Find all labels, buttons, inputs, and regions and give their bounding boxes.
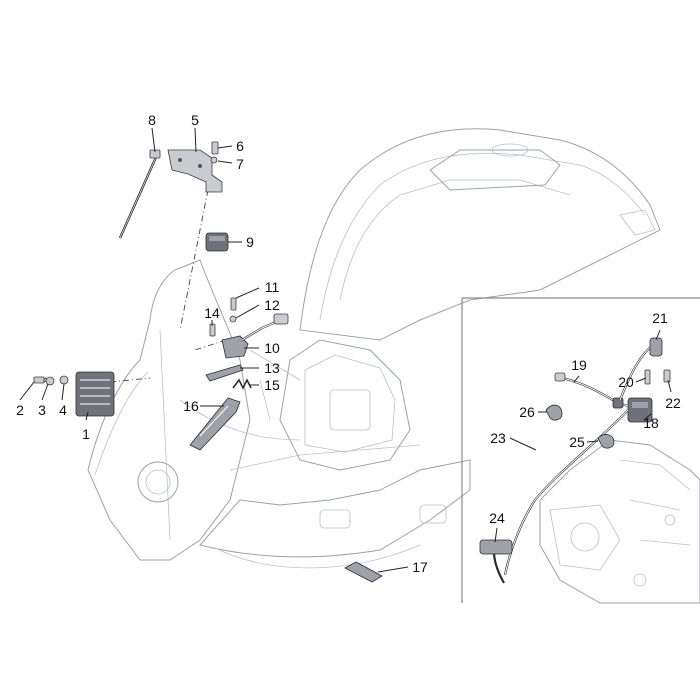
callout-12: 12 <box>264 297 280 313</box>
callout-labels: 1 2 3 4 5 6 7 8 9 10 11 12 13 14 15 16 1… <box>16 112 681 575</box>
cable-clamp-25 <box>597 434 615 449</box>
cable-tie <box>118 149 161 239</box>
wiring-harness <box>554 372 629 409</box>
callout-23: 23 <box>490 430 506 446</box>
washer-4 <box>59 375 69 385</box>
terminal-22 <box>663 369 671 383</box>
callout-7: 7 <box>236 156 244 172</box>
leader-lines <box>19 127 672 573</box>
assembly-guide-lines <box>109 189 227 383</box>
speed-sensor <box>479 539 513 584</box>
callout-4: 4 <box>59 402 67 418</box>
callout-26: 26 <box>519 404 535 420</box>
mounting-bracket <box>167 149 223 193</box>
screw-6 <box>211 141 219 155</box>
callout-13: 13 <box>264 360 280 376</box>
callout-8: 8 <box>148 112 156 128</box>
washer-7 <box>210 156 218 164</box>
spark-plug-cap <box>618 337 663 401</box>
sensor-with-connector <box>221 313 289 359</box>
scooter-frame-outline <box>87 128 661 569</box>
callout-24: 24 <box>489 510 505 526</box>
bottom-cover-plate <box>344 561 383 583</box>
control-unit <box>627 397 653 423</box>
callout-2: 2 <box>16 402 24 418</box>
callout-15: 15 <box>264 377 280 393</box>
callout-20: 20 <box>618 374 634 390</box>
callout-10: 10 <box>264 340 280 356</box>
callout-1: 1 <box>82 426 90 442</box>
callout-14: 14 <box>204 305 220 321</box>
spring-clip <box>232 378 252 390</box>
callout-18: 18 <box>643 415 659 431</box>
sensor-bracket <box>205 364 244 382</box>
callout-17: 17 <box>412 559 428 575</box>
callout-9: 9 <box>246 234 254 250</box>
screw-11 <box>230 297 237 311</box>
callout-11: 11 <box>265 279 280 295</box>
detail-inset-frame <box>461 297 700 603</box>
washer-12 <box>229 315 237 323</box>
washer-3 <box>45 376 55 386</box>
callout-19: 19 <box>571 357 587 373</box>
cable-clamp-26 <box>545 404 563 421</box>
voltage-regulator <box>75 371 115 417</box>
callout-21: 21 <box>652 310 668 326</box>
callout-6: 6 <box>236 138 244 154</box>
callout-3: 3 <box>38 402 46 418</box>
screw-20 <box>644 369 651 385</box>
callout-5: 5 <box>191 112 199 128</box>
callout-22: 22 <box>665 395 681 411</box>
callout-25: 25 <box>569 434 585 450</box>
engine-outline <box>539 439 700 604</box>
callout-16: 16 <box>183 398 199 414</box>
relay <box>205 232 229 252</box>
